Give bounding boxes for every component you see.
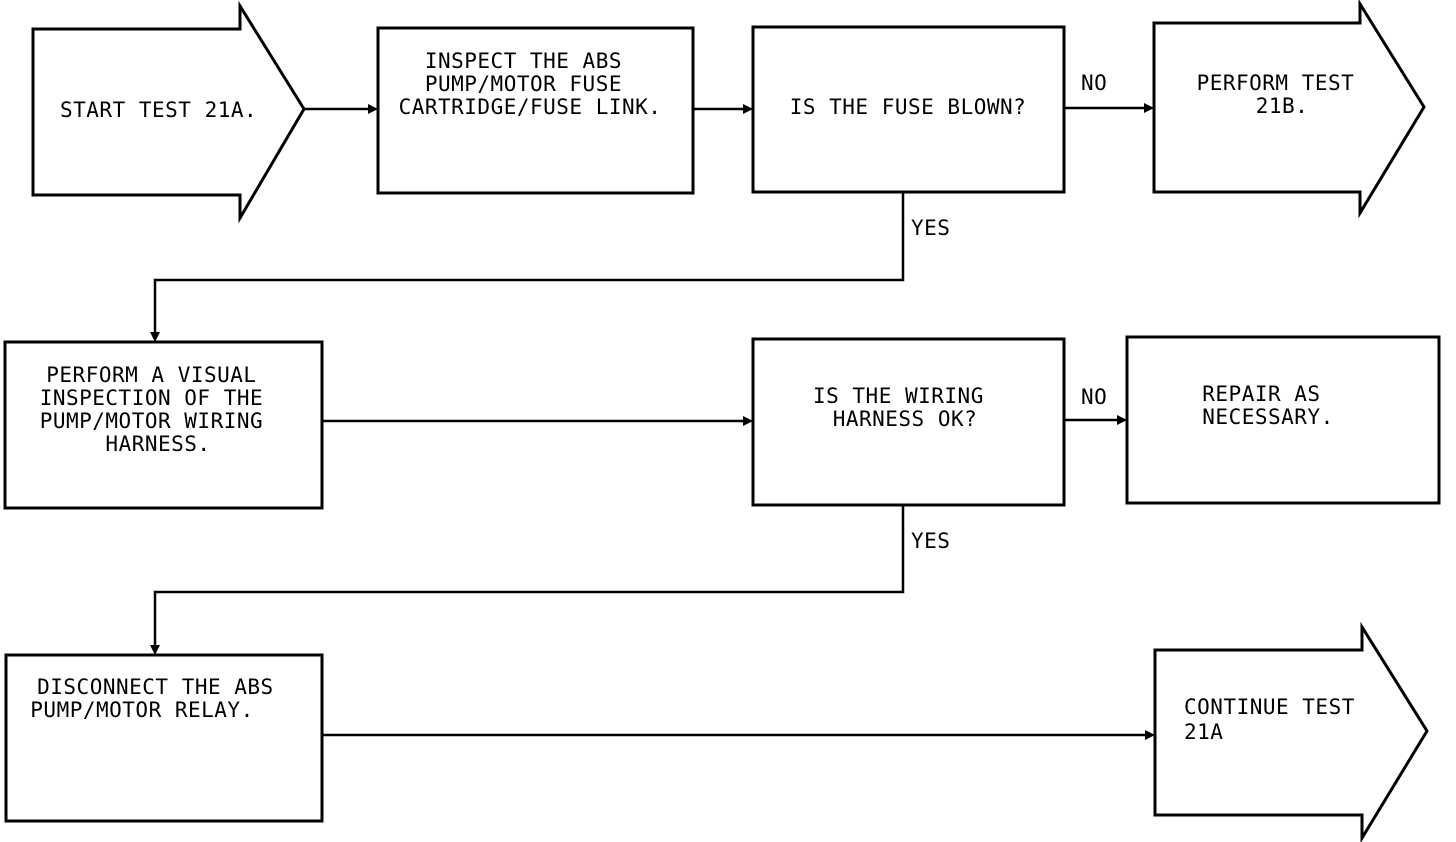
- inspect-fuse-node: [376, 26, 695, 195]
- connector-decision-yes-to-visual: [153, 192, 905, 334]
- fuse-blown-decision-node: [751, 25, 1066, 194]
- visual-inspection-node: [3, 340, 324, 510]
- perform-test-21b-node: [1152, 0, 1426, 219]
- no-label-harness: NO: [1081, 385, 1107, 409]
- arrowhead: [368, 104, 378, 114]
- visual-inspection-text: PERFORM A VISUAL INSPECTION OF THE PUMP/…: [40, 363, 277, 456]
- harness-ok-text: IS THE WIRING HARNESS OK?: [813, 384, 997, 431]
- inspect-fuse-text: INSPECT THE ABS PUMP/MOTOR FUSE CARTRIDG…: [399, 49, 662, 119]
- arrowhead: [1144, 103, 1154, 113]
- yes-label-fuse: YES: [911, 216, 950, 240]
- continue-test-21a-node: [1153, 621, 1429, 842]
- start-node: [31, 0, 306, 224]
- harness-ok-decision-node: [751, 337, 1066, 507]
- perform-test-21b-text: PERFORM TEST 21B.: [1197, 71, 1368, 118]
- yes-label-harness: YES: [911, 529, 950, 553]
- repair-text: REPAIR AS NECESSARY.: [1202, 382, 1333, 429]
- continue-test-text: CONTINUE TEST 21A: [1184, 695, 1368, 744]
- arrowhead: [150, 332, 160, 342]
- arrowhead: [150, 645, 160, 655]
- arrowhead: [743, 104, 753, 114]
- no-label-fuse: NO: [1081, 71, 1107, 95]
- arrowhead: [1117, 415, 1127, 425]
- start-node-text: START TEST 21A.: [60, 98, 257, 122]
- connector-harness-yes-to-disconnect: [153, 505, 905, 647]
- fuse-blown-text: IS THE FUSE BLOWN?: [790, 95, 1027, 119]
- repair-node: [1125, 335, 1441, 505]
- arrowhead: [1145, 730, 1155, 740]
- arrowhead: [743, 416, 753, 426]
- disconnect-relay-node: [4, 653, 324, 823]
- disconnect-relay-text: DISCONNECT THE ABS PUMP/MOTOR RELAY.: [30, 675, 287, 722]
